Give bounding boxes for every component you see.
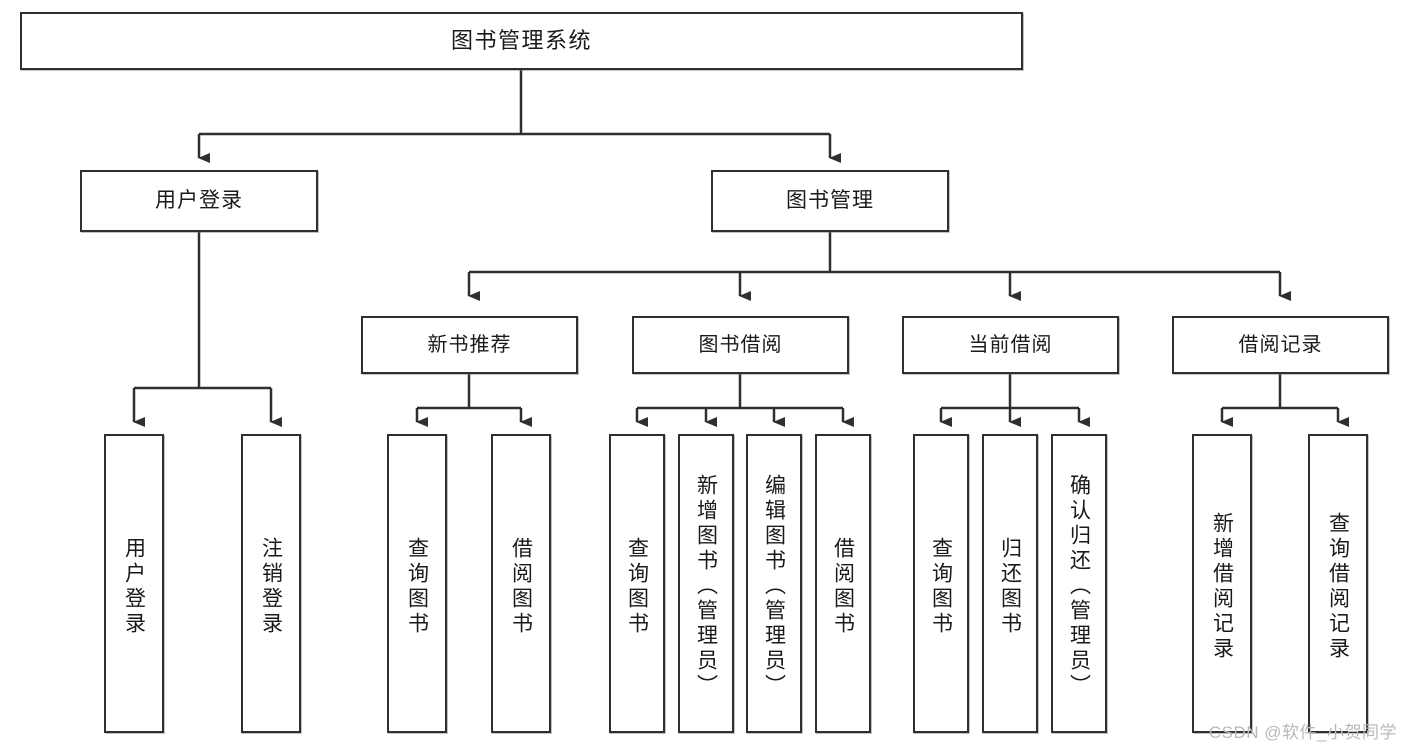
node-label: 新书推荐 [427, 333, 512, 356]
node-label: 归还图书 [998, 536, 1022, 637]
leaf-add-borrow-record[interactable]: 新增借阅记录 [1192, 434, 1252, 733]
node-label: 查询图书 [405, 536, 429, 637]
csdn-watermark: CSDN @软件_小贺同学 [1208, 723, 1397, 742]
node-label: 借阅记录 [1238, 333, 1323, 356]
leaf-query-book-current[interactable]: 查询图书 [913, 434, 969, 733]
node-book-management[interactable]: 图书管理 [711, 170, 949, 232]
leaf-confirm-return[interactable]: 确认归还（管理员） [1051, 434, 1107, 733]
node-user-login[interactable]: 用户登录 [80, 170, 318, 232]
node-label: 新增借阅记录 [1210, 511, 1234, 662]
node-label: 注销登录 [259, 536, 283, 637]
leaf-add-book[interactable]: 新增图书（管理员） [678, 434, 734, 733]
node-label: 用户登录 [155, 188, 243, 212]
node-label: 当前借阅 [968, 333, 1053, 356]
leaf-logout-login[interactable]: 注销登录 [241, 434, 301, 733]
leaf-return-book[interactable]: 归还图书 [982, 434, 1038, 733]
leaf-borrow-book[interactable]: 借阅图书 [815, 434, 871, 733]
node-new-book-recommend[interactable]: 新书推荐 [361, 316, 578, 374]
node-label: 查询图书 [929, 536, 953, 637]
node-label: 编辑图书（管理员） [762, 474, 786, 699]
node-label: 图书借阅 [698, 333, 783, 356]
node-current-borrow[interactable]: 当前借阅 [902, 316, 1119, 374]
node-label: 借阅图书 [831, 536, 855, 637]
leaf-query-borrow-record[interactable]: 查询借阅记录 [1308, 434, 1368, 733]
node-label: 图书管理系统 [450, 28, 592, 54]
node-book-borrow[interactable]: 图书借阅 [632, 316, 849, 374]
node-root-book-management-system[interactable]: 图书管理系统 [20, 12, 1023, 70]
node-label: 确认归还（管理员） [1067, 474, 1091, 699]
node-label: 用户登录 [122, 536, 146, 637]
node-borrow-record[interactable]: 借阅记录 [1172, 316, 1389, 374]
leaf-query-book-borrow[interactable]: 查询图书 [609, 434, 665, 733]
node-label: 借阅图书 [509, 536, 533, 637]
leaf-query-book-recommend[interactable]: 查询图书 [387, 434, 447, 733]
node-label: 查询图书 [625, 536, 649, 637]
node-label: 图书管理 [786, 188, 874, 212]
leaf-borrow-book-recommend[interactable]: 借阅图书 [491, 434, 551, 733]
node-label: 查询借阅记录 [1326, 511, 1350, 662]
leaf-edit-book[interactable]: 编辑图书（管理员） [746, 434, 802, 733]
leaf-user-login[interactable]: 用户登录 [104, 434, 164, 733]
node-label: 新增图书（管理员） [694, 474, 718, 699]
